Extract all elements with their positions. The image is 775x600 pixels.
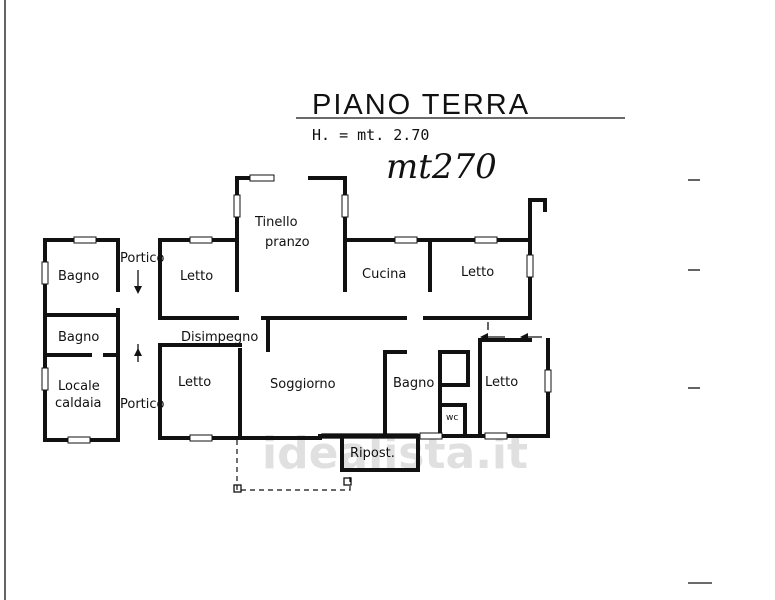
room-label-bagno-2: Bagno (58, 330, 99, 345)
room-label-disimpegno: Disimpegno (181, 330, 258, 345)
height-note: H. = mt. 2.70 (312, 126, 429, 144)
room-label-portico-2: Portico (120, 397, 165, 412)
room-label-ripostiglio: Ripost. (350, 446, 395, 461)
room-labels: Bagno Portico Letto Tinello pranzo Cucin… (55, 215, 518, 461)
entrance-arrows (134, 270, 542, 362)
room-label-letto-2: Letto (461, 265, 494, 280)
room-label-letto-4: Letto (485, 375, 518, 390)
terrace-corner-right (343, 477, 352, 486)
windows (41, 174, 552, 444)
arrow-up-icon (134, 348, 142, 356)
plan-title: PIANO TERRA (312, 89, 530, 121)
terrace-corner-left (233, 484, 242, 493)
handwritten-height: mt270 (386, 147, 497, 187)
room-label-letto-1: Letto (180, 269, 213, 284)
room-label-tinello: Tinello (254, 215, 298, 230)
room-label-locale: Locale (58, 379, 100, 394)
room-label-letto-3: Letto (178, 375, 211, 390)
arrow-left-icon (480, 333, 488, 341)
room-label-caldaia: caldaia (55, 396, 102, 411)
ripostiglio-box (321, 433, 420, 472)
margin-marks (688, 179, 712, 584)
room-label-cucina: Cucina (362, 267, 406, 282)
room-label-bagno-1: Bagno (58, 269, 99, 284)
room-label-portico-1: Portico (120, 251, 165, 266)
arrow-left-icon-2 (520, 333, 528, 341)
room-label-pranzo: pranzo (265, 235, 310, 250)
arrow-down-icon (134, 286, 142, 294)
room-label-wc: wc (446, 413, 458, 423)
room-label-bagno-3: Bagno (393, 376, 434, 391)
room-label-soggiorno: Soggiorno (270, 377, 336, 392)
